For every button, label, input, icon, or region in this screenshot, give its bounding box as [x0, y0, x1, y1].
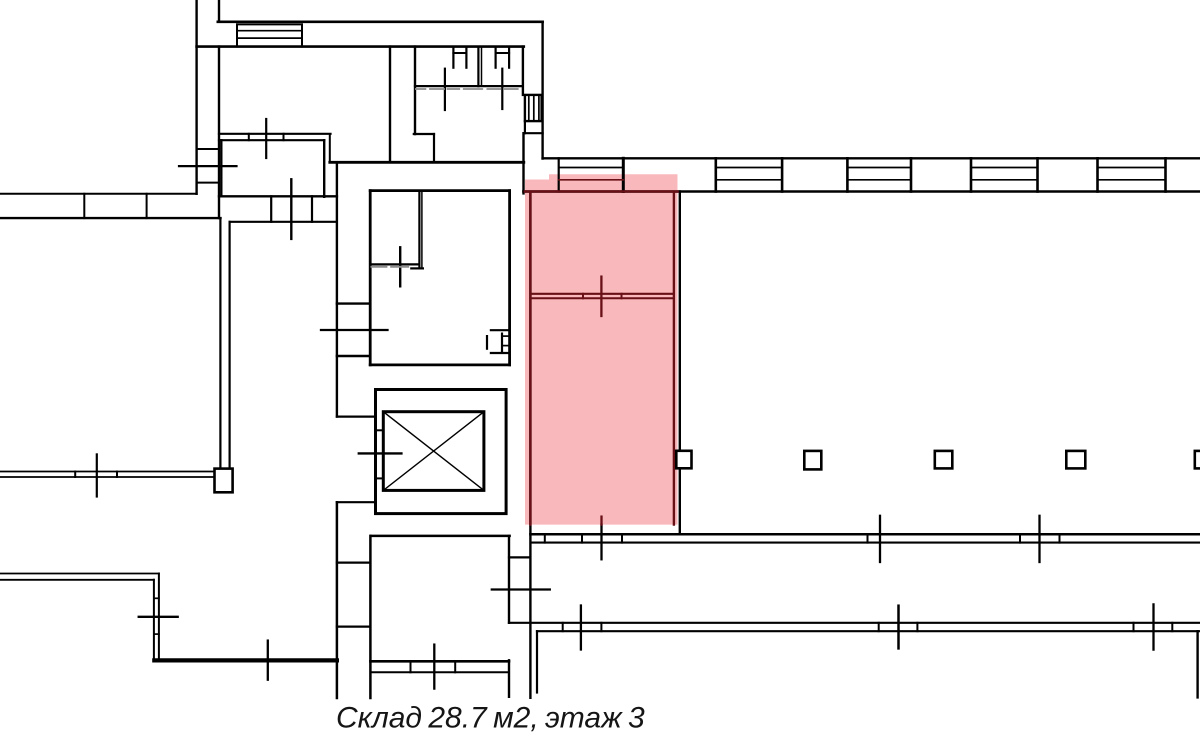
column [802, 449, 823, 471]
plan-box [523, 93, 543, 123]
plan-box [374, 388, 508, 516]
column [1193, 449, 1200, 470]
door-dash-layer [370, 88, 519, 268]
column [1065, 449, 1087, 470]
plan-caption: Склад 28.7 м2, этаж 3 [336, 702, 645, 735]
column [674, 449, 693, 470]
highlighted-walls-layer [523, 178, 679, 526]
columns-layer [674, 449, 1200, 471]
wall-segment [382, 410, 485, 492]
plan-box [213, 467, 234, 494]
plan-box [381, 410, 486, 492]
highlight-layer [525, 174, 678, 525]
column [933, 449, 954, 470]
highlighted-room-warehouse [525, 174, 678, 525]
